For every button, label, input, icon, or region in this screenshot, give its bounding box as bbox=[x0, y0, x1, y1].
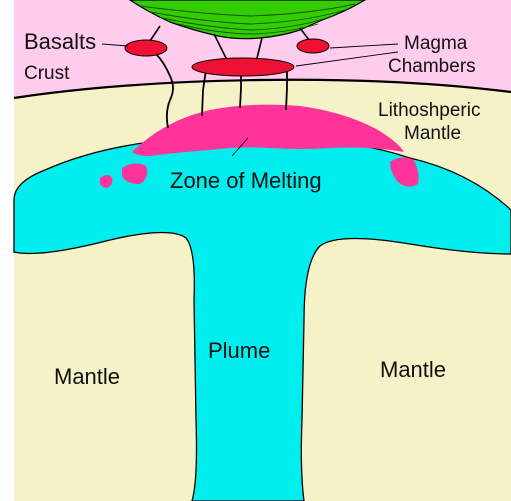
label-plume: Plume bbox=[208, 338, 270, 363]
label-zone-of-melting: Zone of Melting bbox=[170, 168, 322, 193]
magma-chamber-right bbox=[297, 39, 329, 53]
magma-chamber-center bbox=[192, 58, 294, 76]
magma-chamber-left bbox=[125, 40, 167, 56]
label-lithospheric-mantle: Mantle bbox=[404, 123, 461, 144]
label-magma: Magma bbox=[404, 33, 468, 54]
label-lithospheric: Lithoshperic bbox=[378, 100, 480, 121]
label-basalts: Basalts bbox=[24, 29, 96, 54]
label-chambers: Chambers bbox=[388, 56, 476, 77]
label-mantle-right: Mantle bbox=[380, 357, 446, 382]
label-crust: Crust bbox=[24, 63, 70, 84]
label-mantle-left: Mantle bbox=[54, 364, 120, 389]
